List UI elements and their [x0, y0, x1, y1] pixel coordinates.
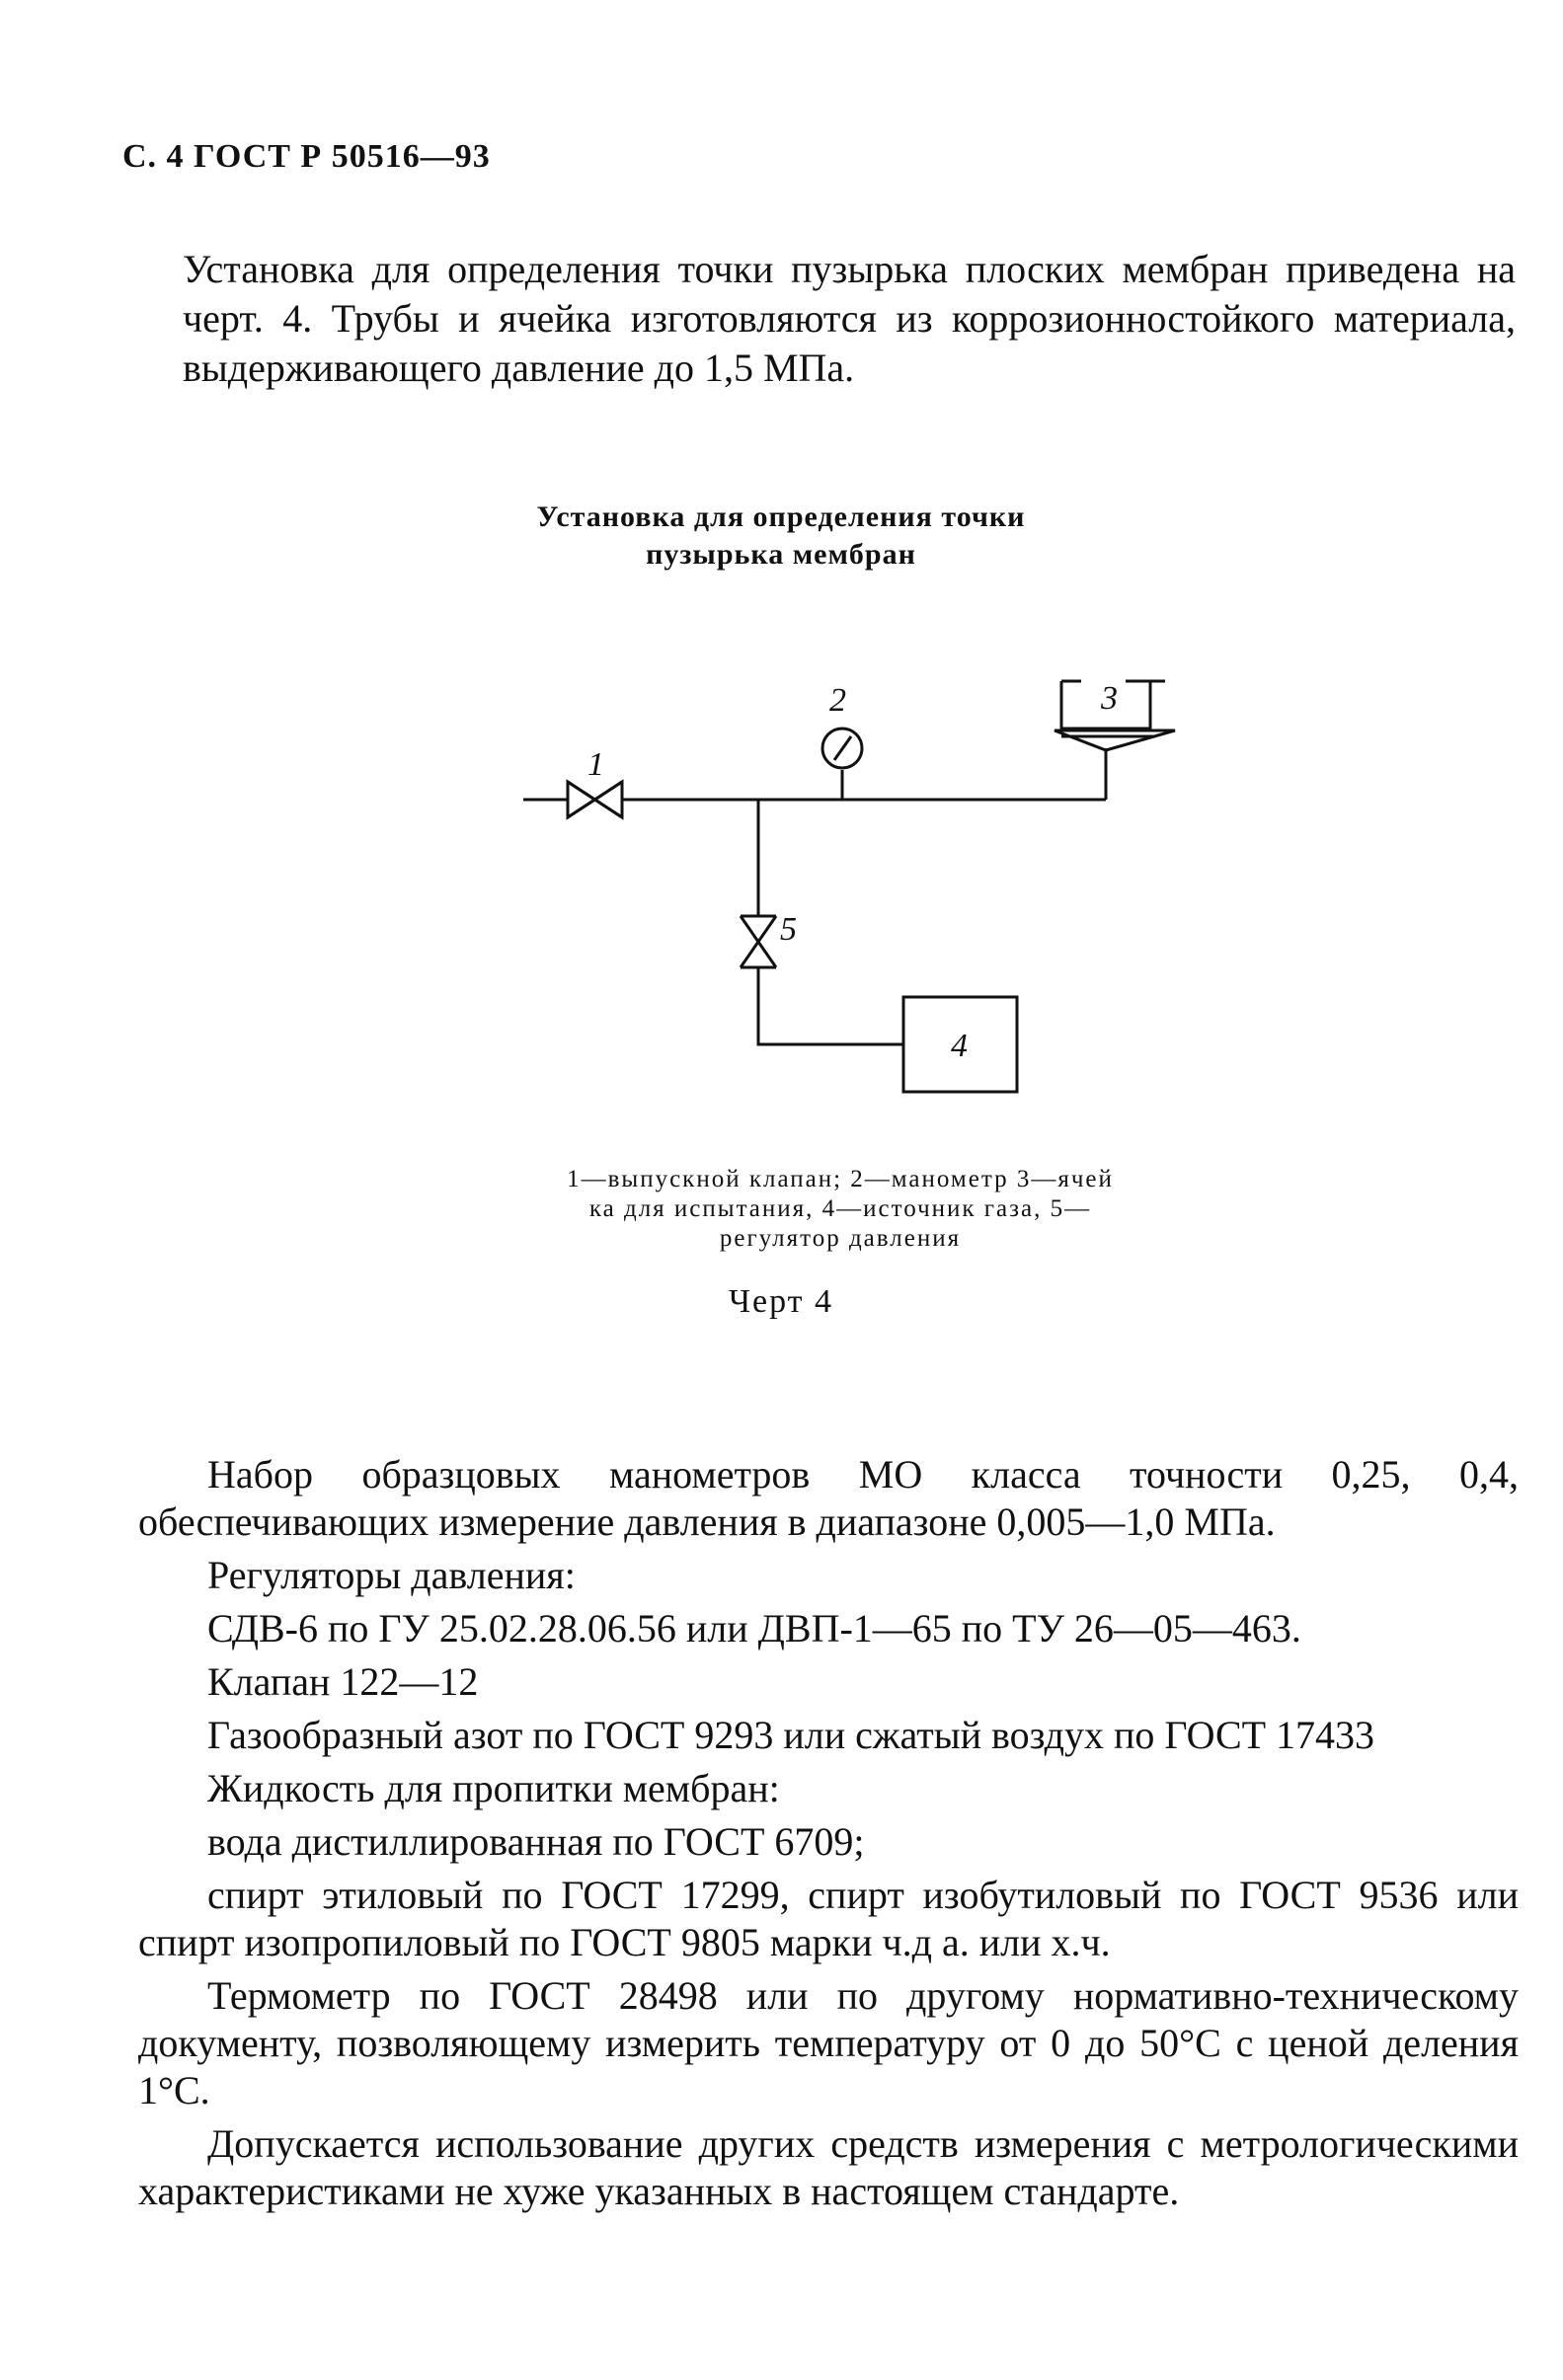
figure-legend: 1—выпускной клапан; 2—манометр 3—ячей ка… [485, 1165, 1196, 1254]
source-pipe [756, 967, 903, 1046]
legend-line-3: регулятор давления [719, 1225, 962, 1252]
paragraph-regulators: СДВ-6 по ГУ 25.02.28.06.56 или ДВП-1—65 … [207, 1606, 1301, 1651]
valve-1-icon [566, 779, 624, 820]
label-cell: 3 [1100, 680, 1118, 717]
setup-diagram: 1 2 3 4 5 [513, 661, 1205, 1115]
figure-caption: Черт 4 [728, 1283, 834, 1320]
label-regulator: 5 [780, 911, 797, 948]
label-manometer: 2 [829, 682, 846, 719]
figure-title: Установка для определения точки пузырька… [386, 499, 1176, 574]
paragraph-thermometer: Термометр по ГОСТ 28498 или по другому н… [138, 1973, 1519, 2112]
paragraph-regulators-heading: Регуляторы давления: [207, 1553, 576, 1597]
label-gas-source: 4 [951, 1028, 968, 1064]
legend-line-2: ка для испытания, 4—источник газа, 5— [588, 1195, 1092, 1222]
figure-title-line-2: пузырька мембран [646, 538, 916, 571]
body-text: Набор образцовых манометров МО класса то… [138, 1451, 1519, 2221]
paragraph-alcohols: спирт этиловый по ГОСТ 17299, спирт изоб… [138, 1873, 1519, 1964]
figure-title-line-1: Установка для определения точки [536, 500, 1026, 533]
paragraph-valve: Клапан 122—12 [207, 1659, 479, 1704]
paragraph-water: вода дистиллированная по ГОСТ 6709; [207, 1819, 865, 1864]
legend-line-1: 1—выпускной клапан; 2—манометр 3—ячей [567, 1166, 1114, 1192]
paragraph-liquid-heading: Жидкость для пропитки мембран: [207, 1766, 780, 1810]
label-valve-1: 1 [587, 746, 604, 783]
paragraph-gas: Газообразный азот по ГОСТ 9293 или сжаты… [207, 1713, 1375, 1757]
manometer-icon [821, 727, 864, 770]
page-header: С. 4 ГОСТ Р 50516—93 [122, 138, 491, 175]
regulator-5-icon [739, 914, 778, 969]
gas-source-box [901, 995, 1019, 1094]
test-cell-icon [1054, 679, 1176, 752]
paragraph-manometers: Набор образцовых манометров МО класса то… [138, 1452, 1519, 1544]
intro-paragraph: Установка для определения точки пузырька… [183, 247, 1516, 390]
paragraph-alternatives: Допускается использование других средств… [138, 2121, 1519, 2213]
setup-diagram-svg: 1 2 3 4 5 [523, 679, 1176, 1094]
